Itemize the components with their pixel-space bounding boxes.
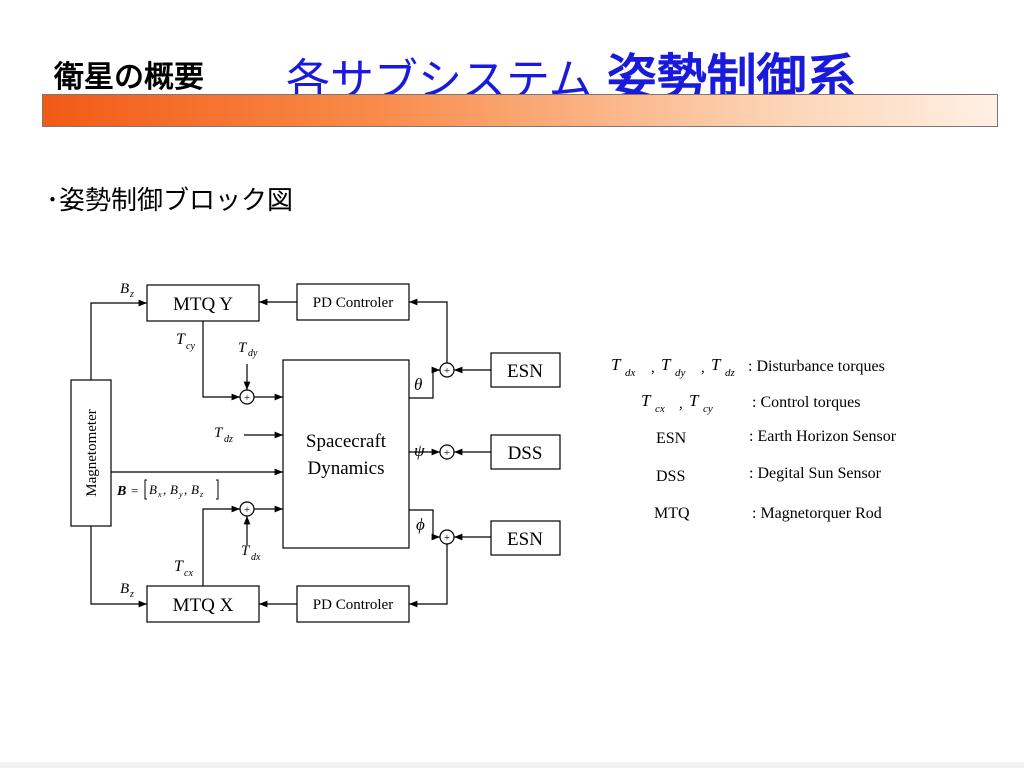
legend-comma: , <box>651 360 655 376</box>
esn-bottom-label: ESN <box>507 529 543 550</box>
tcy-label: T <box>176 331 186 348</box>
legend-esn-term: ESN <box>656 430 687 447</box>
dynamics-label-line1: Spacecraft <box>306 431 387 452</box>
legend-control-desc: : Control torques <box>752 394 860 411</box>
subheading: ･姿勢制御ブロック図 <box>46 186 294 216</box>
legend-tdz-symbol: T <box>711 355 722 374</box>
phi-label: ϕ <box>416 515 425 534</box>
footer-strip <box>0 762 1024 768</box>
pd-top-label: PD Controler <box>313 295 393 311</box>
dss-label: DSS <box>508 443 543 464</box>
plus-sign: + <box>444 447 450 459</box>
arrow-tcy <box>202 321 240 401</box>
plus-sign: + <box>444 532 450 544</box>
tcy-subscript: cy <box>186 341 195 352</box>
bz-vector-symbol: B <box>191 482 199 497</box>
arrow-feedback-bottom <box>409 544 448 608</box>
spacecraft-dynamics-block <box>282 359 410 549</box>
dss-block <box>490 434 561 470</box>
comma: , <box>184 482 187 497</box>
bz-top-subscript: z <box>129 289 134 300</box>
legend-tcx-symbol: T <box>641 391 652 410</box>
legend-comma: , <box>701 360 705 376</box>
legend-tdx-subscript: dx <box>625 367 636 379</box>
legend-tdz-subscript: dz <box>725 367 736 379</box>
arrow-mag-to-mtqy <box>90 299 147 380</box>
tdz-label: T <box>214 425 224 441</box>
legend-tdx-symbol: T <box>611 355 622 374</box>
legend-tdy-subscript: dy <box>675 367 686 379</box>
pd-controller-top-block <box>296 283 410 321</box>
bz-top-label: B <box>120 281 129 297</box>
legend: T dx , T dy , T dz : Disturbance torques… <box>611 355 897 522</box>
by-symbol: B <box>170 482 178 497</box>
bz-bottom-label: B <box>120 581 129 597</box>
magnetometer-label: Magnetometer <box>84 409 100 496</box>
arrow-feedback-top <box>409 298 448 363</box>
legend-tdy-symbol: T <box>661 355 672 374</box>
legend-tcy-symbol: T <box>689 391 700 410</box>
esn-top-label: ESN <box>507 361 543 382</box>
arrow-mag-to-mtqx <box>90 526 147 608</box>
tdy-subscript: dy <box>248 348 258 359</box>
tdx-subscript: dx <box>251 552 261 563</box>
legend-tcx-subscript: cx <box>655 403 665 415</box>
theta-label: θ <box>414 375 422 394</box>
arrow-theta <box>409 366 440 399</box>
tdy-label: T <box>238 340 248 356</box>
plus-sign: + <box>244 392 250 404</box>
tcx-subscript: cx <box>184 568 193 579</box>
dynamics-label-line2: Dynamics <box>307 458 384 479</box>
arrow-tcx <box>202 505 240 586</box>
legend-disturbance-desc: : Disturbance torques <box>748 358 885 375</box>
bz-bottom-subscript: z <box>129 589 134 600</box>
bz-vector-subscript: z <box>199 490 204 499</box>
esn-bottom-block <box>490 520 561 556</box>
section-title: 衛星の概要 <box>54 60 204 95</box>
pd-bottom-label: PD Controler <box>313 597 393 613</box>
legend-dss-term: DSS <box>656 468 685 485</box>
legend-dss-desc: : Degital Sun Sensor <box>749 465 882 482</box>
arrow-phi <box>409 509 440 541</box>
legend-mtq-desc: : Magnetorquer Rod <box>752 505 882 522</box>
tdx-label: T <box>241 543 251 559</box>
mtq-x-label: MTQ X <box>173 595 234 616</box>
title-underline-bar <box>42 94 998 127</box>
comma: , <box>163 482 166 497</box>
b-vector-label: B = B x , B y , B z <box>116 479 219 500</box>
bx-subscript: x <box>157 490 162 499</box>
bx-symbol: B <box>149 482 157 497</box>
mtq-y-label: MTQ Y <box>173 294 233 315</box>
plus-sign: + <box>444 365 450 377</box>
psi-label: ψ <box>414 441 425 460</box>
bracket-right <box>216 479 219 500</box>
pd-controller-bottom-block <box>296 585 410 623</box>
b-vector-symbol: B <box>116 484 126 499</box>
plus-sign: + <box>244 504 250 516</box>
tcx-label: T <box>174 558 184 575</box>
legend-comma: , <box>679 396 683 412</box>
legend-esn-desc: : Earth Horizon Sensor <box>749 428 897 445</box>
by-subscript: y <box>178 490 183 499</box>
legend-tcy-subscript: cy <box>703 403 713 415</box>
bracket-left <box>144 479 147 500</box>
b-vector-equals: = <box>131 483 138 498</box>
tdz-subscript: dz <box>224 434 233 445</box>
legend-mtq-term: MTQ <box>654 505 690 522</box>
